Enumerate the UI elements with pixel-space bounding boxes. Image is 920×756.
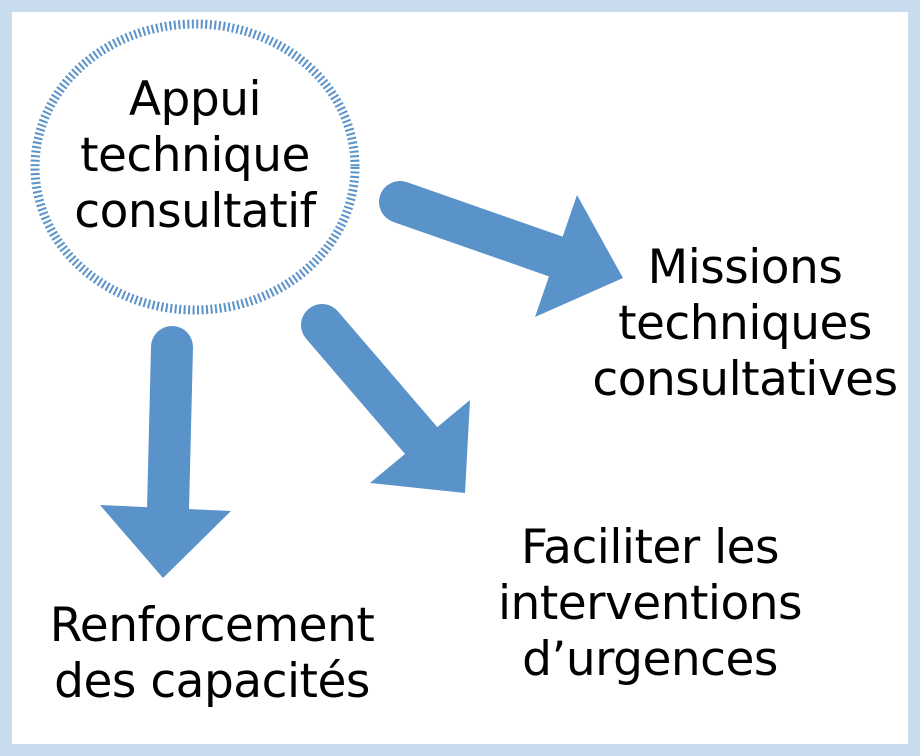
center-line: Appui [128, 72, 262, 127]
missions-label: Missions techniques consultatives [580, 240, 908, 408]
center-line: consultatif [74, 184, 316, 239]
arrow-to-missions [379, 181, 623, 317]
arrow-to-renforcement [100, 326, 231, 578]
renforcement-line: Renforcement [49, 598, 375, 653]
renforcement-label: Renforcement des capacités [22, 598, 402, 710]
faciliter-line: d’urgences [522, 632, 778, 687]
renforcement-line: des capacités [54, 654, 370, 709]
missions-line: Missions [647, 240, 843, 295]
faciliter-line: interventions [497, 576, 803, 631]
center-line: technique [80, 128, 310, 183]
faciliter-line: Faciliter les [520, 520, 780, 575]
missions-line: consultatives [592, 352, 898, 407]
missions-line: techniques [618, 296, 872, 351]
center-label: Appui technique consultatif [40, 72, 350, 240]
faciliter-label: Faciliter les interventions d’urgences [480, 520, 820, 688]
arrow-to-faciliter [301, 304, 470, 493]
center-circle [30, 19, 360, 315]
